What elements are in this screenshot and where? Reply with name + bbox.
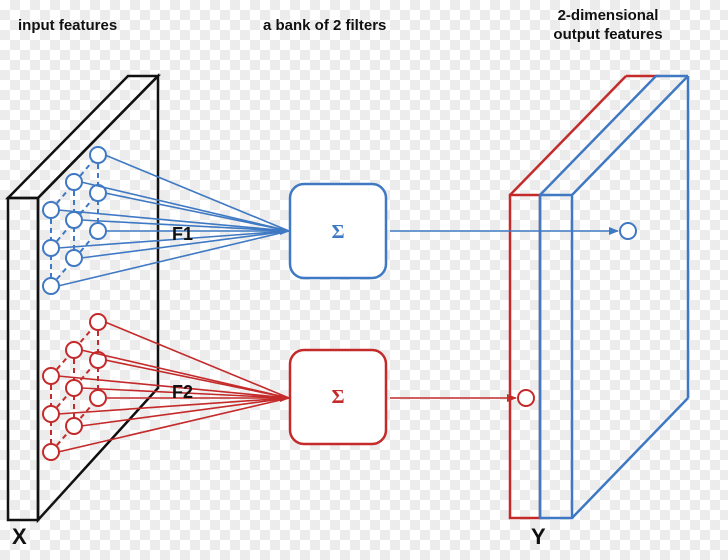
filter1-label: F1 xyxy=(172,224,193,244)
output-features-title: 2-dimensional output features xyxy=(528,6,688,44)
input-features-title: input features xyxy=(18,17,118,34)
sum-symbol-blue: Σ xyxy=(331,221,344,243)
output-title-line2: output features xyxy=(553,26,663,43)
sum-box-red xyxy=(288,348,388,446)
sum-box-blue xyxy=(288,182,388,280)
input-slab xyxy=(5,72,161,524)
filter-bank-title: a bank of 2 filters xyxy=(263,17,387,34)
filter1-connections xyxy=(57,154,290,287)
filter2-label: F2 xyxy=(172,382,193,402)
input-symbol-x: X xyxy=(12,524,27,549)
output-symbol-y: Y xyxy=(531,524,546,549)
output-title-line1: 2-dimensional xyxy=(557,7,659,24)
output-slab-blue xyxy=(538,74,690,520)
filter2-connections xyxy=(57,321,290,453)
output-node-red xyxy=(517,389,535,407)
output-node-blue xyxy=(619,222,637,240)
sum-symbol-red: Σ xyxy=(331,386,344,408)
input-nodes-red xyxy=(42,313,107,461)
